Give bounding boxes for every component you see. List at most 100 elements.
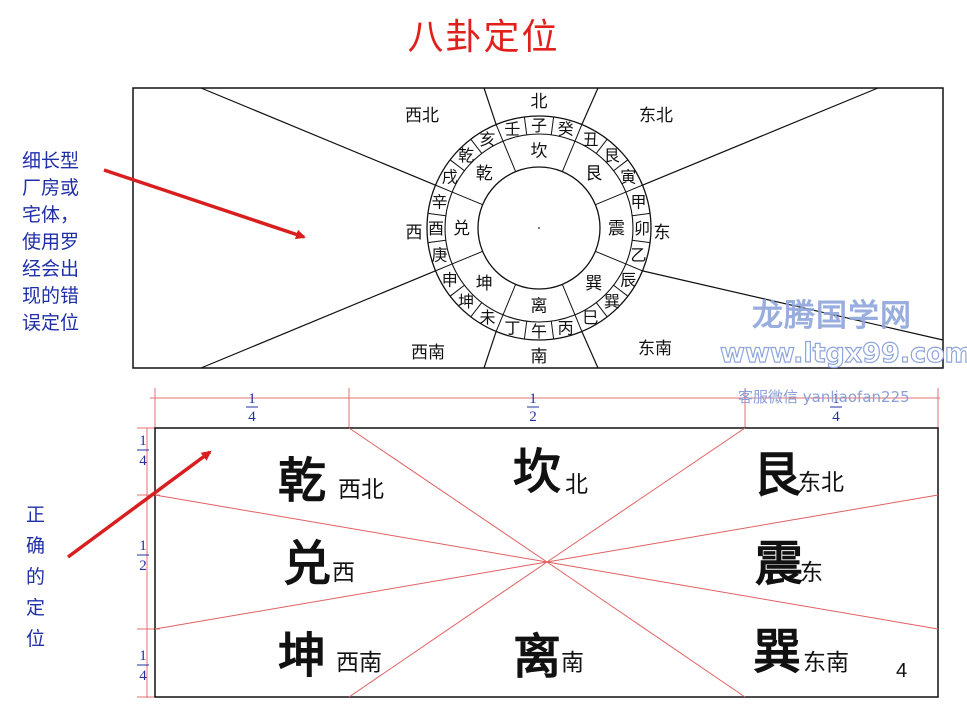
mountain-label: 午 xyxy=(531,322,547,341)
mountain-label: 丁 xyxy=(504,318,520,337)
cell-direction: 南 xyxy=(561,650,584,676)
grid-cell-north: 坎 北 xyxy=(513,444,588,500)
sector-lines xyxy=(200,87,944,369)
sector-line xyxy=(200,270,436,369)
mountain-divider xyxy=(613,284,629,297)
compass-panel: 子癸丑艮寅甲卯乙辰巽巳丙午丁未坤申庚酉辛戌乾亥壬 坎艮震巽离坤兑乾 北 东北 东… xyxy=(132,87,944,369)
mountain-divider xyxy=(435,263,453,272)
mountain-divider xyxy=(595,302,608,318)
mountain-divider xyxy=(523,116,528,135)
cell-direction: 北 xyxy=(565,472,588,498)
fraction-num: 1 xyxy=(139,433,147,449)
mountain-label: 癸 xyxy=(558,120,574,139)
fraction-top-left: 1 4 xyxy=(246,391,258,425)
trigram-label: 离 xyxy=(531,297,548,317)
cell-trigram: 乾 xyxy=(278,453,326,509)
trigram-label: 震 xyxy=(608,219,625,239)
cell-direction: 西北 xyxy=(338,477,384,503)
sector-line xyxy=(642,87,879,186)
sector-line xyxy=(483,87,497,125)
fraction-den: 4 xyxy=(139,453,147,469)
note-char: 定 xyxy=(26,597,46,619)
grid-cell-southwest: 坤 西南 xyxy=(278,628,382,684)
mountain-divider xyxy=(495,314,504,332)
dimension-lines xyxy=(137,388,940,698)
note-line: 厂房或 xyxy=(22,177,80,199)
direction-southeast: 东南 xyxy=(638,339,672,359)
sector-line xyxy=(642,270,944,341)
note-line: 现的错 xyxy=(22,285,80,307)
mountain-label: 子 xyxy=(531,116,547,135)
sector-line xyxy=(200,87,436,186)
mountain-divider xyxy=(595,138,608,154)
cell-direction: 西南 xyxy=(336,650,382,676)
page-title: 八卦定位 xyxy=(407,17,560,58)
mountain-divider xyxy=(550,321,555,340)
mountain-divider xyxy=(435,184,453,193)
trigram-divider xyxy=(502,140,517,172)
trigram-label: 巽 xyxy=(585,274,602,294)
fraction-den: 4 xyxy=(832,409,840,425)
wrong-position-note: 细长型 厂房或 宅体， 使用罗 经会出 现的错 误定位 xyxy=(22,148,108,337)
cell-trigram: 艮 xyxy=(753,447,802,503)
mountain-divider xyxy=(470,138,483,154)
trigram-divider xyxy=(595,250,627,265)
mountain-divider xyxy=(625,263,643,272)
mountain-label: 戌 xyxy=(442,168,458,187)
direction-east: 东 xyxy=(654,223,671,243)
grid-cell-south: 离 南 xyxy=(513,629,584,685)
direction-west: 西 xyxy=(406,223,423,243)
mountain-label: 庚 xyxy=(432,246,448,265)
cell-trigram: 坤 xyxy=(278,628,326,684)
cell-trigram: 巽 xyxy=(753,624,801,680)
wrong-arrow xyxy=(103,168,306,240)
grid-cell-northeast: 艮 东北 xyxy=(753,447,844,503)
mountain-label: 申 xyxy=(442,271,458,290)
cell-direction: 西 xyxy=(332,560,355,586)
mountain-divider xyxy=(470,302,483,318)
grid-frame xyxy=(154,427,939,698)
note-char: 正 xyxy=(26,504,46,526)
mountain-divider xyxy=(574,314,583,332)
fraction-den: 4 xyxy=(248,409,256,425)
note-char: 确 xyxy=(26,535,46,557)
trigram-divider xyxy=(561,140,576,172)
note-char: 的 xyxy=(26,566,46,588)
fraction-den: 2 xyxy=(139,558,147,574)
mountain-labels: 子癸丑艮寅甲卯乙辰巽巳丙午丁未坤申庚酉辛戌乾亥壬 xyxy=(428,116,650,341)
fraction-left-top: 1 4 xyxy=(137,433,149,469)
correct-position-note: 正 确 的 定 位 xyxy=(26,500,48,655)
mountain-divider xyxy=(632,212,651,217)
direction-northeast: 东北 xyxy=(639,106,673,126)
trigram-label: 坎 xyxy=(531,142,548,162)
cell-trigram: 坎 xyxy=(513,444,561,500)
trigram-label: 坤 xyxy=(476,274,493,294)
mountain-divider xyxy=(574,124,583,142)
grid-cells: 乾 西北 坎 北 艮 东北 兑 西 震 东 坤 西南 xyxy=(278,444,849,685)
fraction-left-middle: 1 2 xyxy=(137,538,149,574)
mountain-label: 亥 xyxy=(479,130,495,149)
direction-south: 南 xyxy=(531,347,548,367)
mountain-label: 坤 xyxy=(458,292,474,311)
trigram-divider xyxy=(451,250,483,265)
radial-lines xyxy=(154,427,939,698)
fraction-top-middle: 1 2 xyxy=(527,391,539,425)
ring-ticks xyxy=(427,116,651,340)
mountain-label: 辰 xyxy=(620,271,636,290)
fraction-den: 4 xyxy=(139,668,147,684)
trigram-divider xyxy=(451,191,483,206)
direction-north: 北 xyxy=(531,92,548,112)
center-dot xyxy=(538,227,540,229)
fraction-num: 1 xyxy=(248,391,256,407)
trigram-divider xyxy=(502,284,517,316)
mountain-label: 艮 xyxy=(604,146,620,165)
mountain-label: 甲 xyxy=(630,192,646,211)
mountain-divider xyxy=(550,116,555,135)
note-line: 细长型 xyxy=(22,150,80,172)
mountain-label: 未 xyxy=(479,308,495,327)
direction-southwest: 西南 xyxy=(411,343,445,363)
mountain-label: 丙 xyxy=(558,318,574,337)
cell-trigram: 离 xyxy=(513,629,561,685)
cell-direction: 东南 xyxy=(803,650,849,676)
